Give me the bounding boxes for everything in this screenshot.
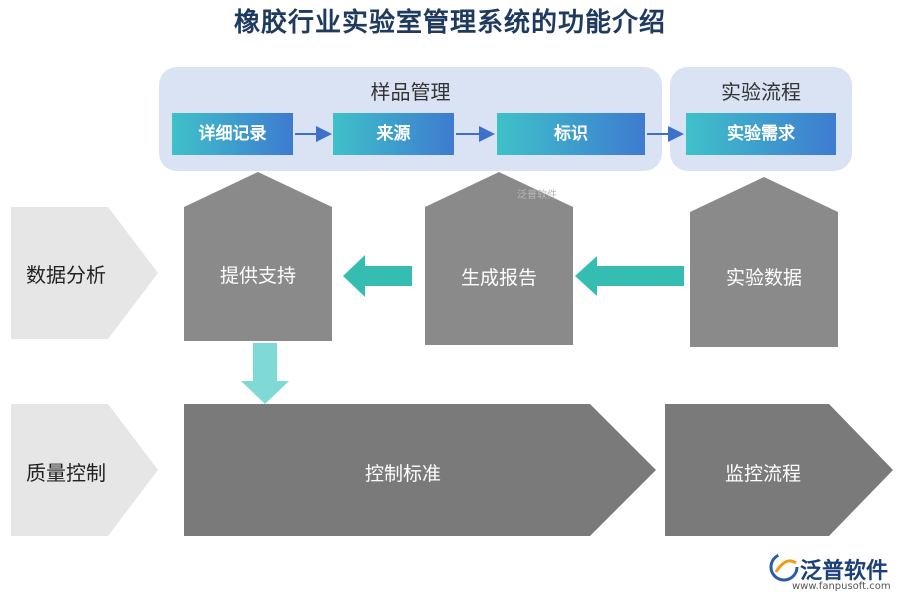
provide-support-block: [184, 172, 332, 341]
generate-report-block: [425, 172, 573, 345]
arrow-data-to-report: [575, 256, 684, 296]
control-standard-label: 控制标准: [364, 463, 441, 485]
provide-support-label: 提供支持: [219, 265, 296, 287]
step-source: 来源: [333, 113, 454, 155]
generate-report-label: 生成报告: [460, 267, 537, 289]
quality-control-label: 质量控制: [26, 461, 106, 485]
step-experiment-demand: 实验需求: [686, 113, 836, 155]
arrow-report-to-support: [343, 255, 412, 297]
logo-name: 泛普软件: [800, 559, 889, 584]
data-analysis-chevron: [11, 207, 158, 339]
experiment-data-block: [690, 177, 838, 347]
logo-url: www.fanpusoft.com: [792, 581, 891, 592]
sample-management-title: 样品管理: [370, 80, 451, 104]
monitor-process-chevron: [665, 404, 893, 536]
data-analysis-label: 数据分析: [26, 263, 106, 287]
arrow-support-to-standard: [241, 343, 289, 404]
quality-control-chevron: [11, 404, 158, 536]
page-title: 橡胶行业实验室管理系统的功能介绍: [233, 8, 666, 38]
step-identification: 标识: [497, 113, 645, 155]
step-detailed-record: 详细记录: [172, 113, 293, 155]
logo-swirl-icon: [769, 552, 799, 582]
experiment-data-label: 实验数据: [725, 267, 802, 289]
control-standard-chevron: [184, 404, 656, 536]
monitor-process-label: 监控流程: [724, 463, 801, 485]
experiment-process-title: 实验流程: [721, 80, 801, 104]
watermark: 泛普软件: [517, 190, 557, 201]
